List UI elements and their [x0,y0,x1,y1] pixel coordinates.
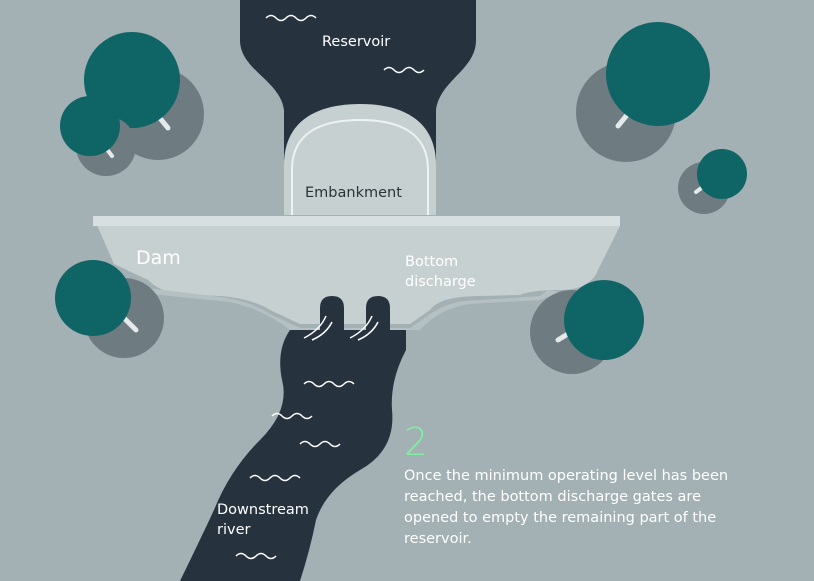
bottom-discharge-label-line2: discharge [405,274,476,290]
river-wave-2 [271,412,313,420]
discharge-jet-1 [303,315,327,339]
step-number: 2 [404,420,429,464]
bottom-discharge-label-line1: Bottom [405,254,459,270]
discharge-jet-3 [349,315,373,339]
downstream-river [180,330,406,581]
downstream-river-label-line2: river [217,522,251,538]
bottom-discharge-gate-2 [366,296,390,330]
reservoir-wave-2 [383,66,425,74]
river-wave-5 [235,552,277,560]
discharge-jet-4 [357,321,379,341]
embankment-inner-arch [291,118,429,215]
tree-top-right-large [576,22,710,162]
river-wave-1 [303,380,355,388]
reservoir-wave-1 [265,14,317,22]
dam-label: Dam [136,247,181,269]
dam-body [93,216,620,324]
embankment-outer-arch [284,104,436,215]
bottom-discharge-gate-1 [320,296,344,330]
discharge-jet-2 [311,321,333,341]
dam-crest [93,216,620,226]
reservoir-label: Reservoir [322,34,391,50]
tree-mid-right [530,280,644,374]
river-wave-4 [249,474,301,482]
tree-top-left-small [60,96,136,176]
embankment-label: Embankment [305,185,402,201]
step-description: Once the minimum operating level has bee… [404,468,729,547]
river-wave-3 [299,440,341,448]
downstream-river-label-line1: Downstream [217,502,309,518]
tree-mid-left [55,260,164,358]
tree-top-right-small [678,149,747,214]
